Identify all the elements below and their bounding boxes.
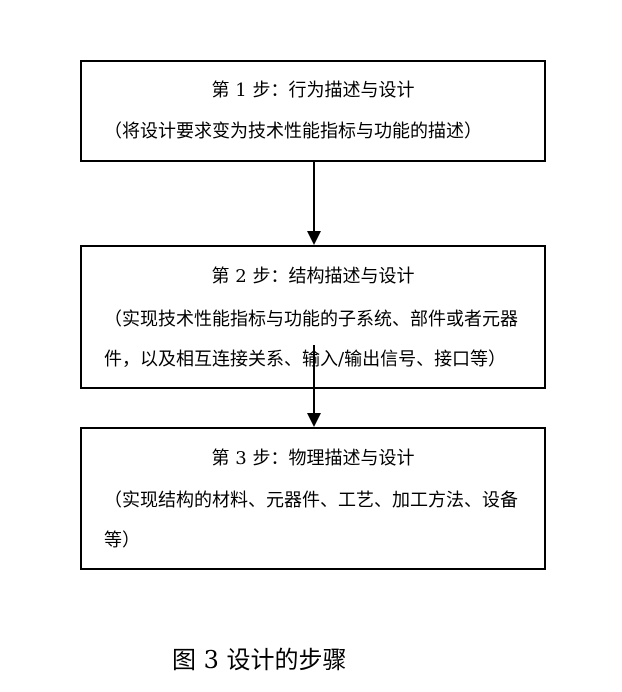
step-3-box: 第 3 步：物理描述与设计 （实现结构的材料、元器件、工艺、加工方法、设备等） — [80, 427, 546, 570]
arrow-2-head — [307, 413, 321, 427]
step-2-title: 第 2 步：结构描述与设计 — [211, 266, 415, 287]
step-3-title: 第 3 步：物理描述与设计 — [211, 448, 415, 469]
step-2-description: （实现技术性能指标与功能的子系统、部件或者元器件，以及相互连接关系、输入/输出信… — [104, 309, 518, 370]
figure-caption: 图 3 设计的步骤 — [172, 646, 347, 674]
step-2-box: 第 2 步：结构描述与设计 （实现技术性能指标与功能的子系统、部件或者元器件，以… — [80, 245, 546, 389]
arrow-1-head — [307, 231, 321, 245]
step-3-description: （实现结构的材料、元器件、工艺、加工方法、设备等） — [104, 490, 518, 551]
step-1-description: （将设计要求变为技术性能指标与功能的描述） — [104, 121, 482, 142]
step-1-title: 第 1 步：行为描述与设计 — [211, 80, 415, 101]
step-1-box: 第 1 步：行为描述与设计 （将设计要求变为技术性能指标与功能的描述） — [80, 60, 546, 162]
